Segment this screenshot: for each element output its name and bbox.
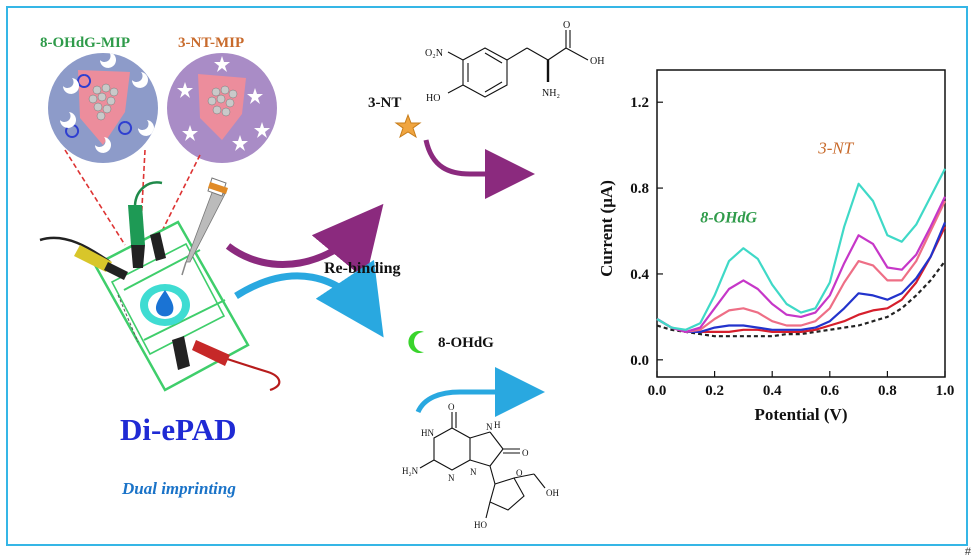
nitrotyrosine-structure [447, 30, 589, 98]
y-tick-label: 1.2 [630, 95, 649, 111]
ohdg-h: H [494, 420, 501, 430]
y-tick-label: 0.0 [630, 353, 649, 369]
series-line-3 [656, 221, 947, 333]
acid-oh-label: OH [590, 56, 604, 67]
star-icon [394, 113, 422, 139]
corner-mark: # [964, 546, 971, 558]
rebinding-arrow-purple [225, 203, 384, 281]
y-axis-label: Current (µA) [597, 180, 616, 277]
nitro-group-label: O₂N [425, 48, 443, 59]
device-title: Di-ePAD [120, 412, 237, 447]
x-tick-label: 0.8 [878, 383, 897, 399]
annotation-8ohdg: 8-OHdG [700, 209, 757, 226]
label-8ohdg-mip: 8-OHdG-MIP [40, 35, 130, 51]
hydroxyl-label: HO [426, 93, 440, 104]
mip-3nt-circle [167, 53, 277, 163]
carbonyl-o-label: O [563, 20, 570, 31]
figure-frame [6, 6, 968, 546]
series-line-6 [656, 168, 946, 331]
rebinding-arrow-blue [234, 259, 384, 338]
ohdg-structure [419, 412, 546, 519]
voltammetry-chart: 0.0 0.2 0.4 0.6 0.8 1.0 0.0 0.4 0.8 1.2Potential … [597, 69, 955, 424]
x-tick-label: 0.2 [705, 383, 724, 399]
y-tick-label: 0.8 [630, 181, 649, 197]
x-axis-label: Potential (V) [754, 405, 847, 424]
ohdg-oh-ring: OH [546, 488, 559, 498]
label-3nt-mip: 3-NT-MIP [178, 35, 244, 51]
ohdg-nh: HN [421, 428, 434, 438]
pipette-icon [181, 177, 228, 276]
x-tick-label: 0.4 [763, 383, 782, 399]
x-tick-label: 1.0 [936, 383, 955, 399]
arrow-3nt-to-chart [423, 139, 535, 199]
ohdg-n-a: N [448, 473, 455, 483]
series-line-5 [656, 196, 946, 333]
annotation-3nt: 3-NT [817, 139, 855, 158]
analyte-3nt-label: 3-NT [368, 95, 401, 111]
analyte-8ohdg-label: 8-OHdG [438, 335, 494, 351]
series-line-2 [656, 226, 946, 333]
ohdg-n-b: N [470, 467, 477, 477]
arrow-8ohdg-to-chart [415, 367, 545, 417]
mip-8ohdg-circle [48, 53, 158, 163]
ohdg-ho: HO [474, 520, 487, 530]
electrode-clips [39, 181, 281, 392]
ohdg-o-top: O [448, 402, 455, 412]
moon-icon [408, 331, 424, 354]
amine-label: NH₂ [542, 88, 560, 99]
ohdg-o-ring: O [516, 468, 523, 478]
series-line-4 [656, 200, 946, 333]
ohdg-n-c: N [486, 422, 493, 432]
x-tick-label: 0.0 [648, 383, 667, 399]
x-tick-label: 0.6 [820, 383, 839, 399]
ohdg-h2n: H₂N [402, 466, 419, 476]
device-subtitle: Dual imprinting [121, 479, 236, 498]
y-tick-label: 0.4 [630, 267, 649, 283]
ohdg-o-right: O [522, 448, 529, 458]
rebinding-label: Re-binding [324, 260, 400, 277]
